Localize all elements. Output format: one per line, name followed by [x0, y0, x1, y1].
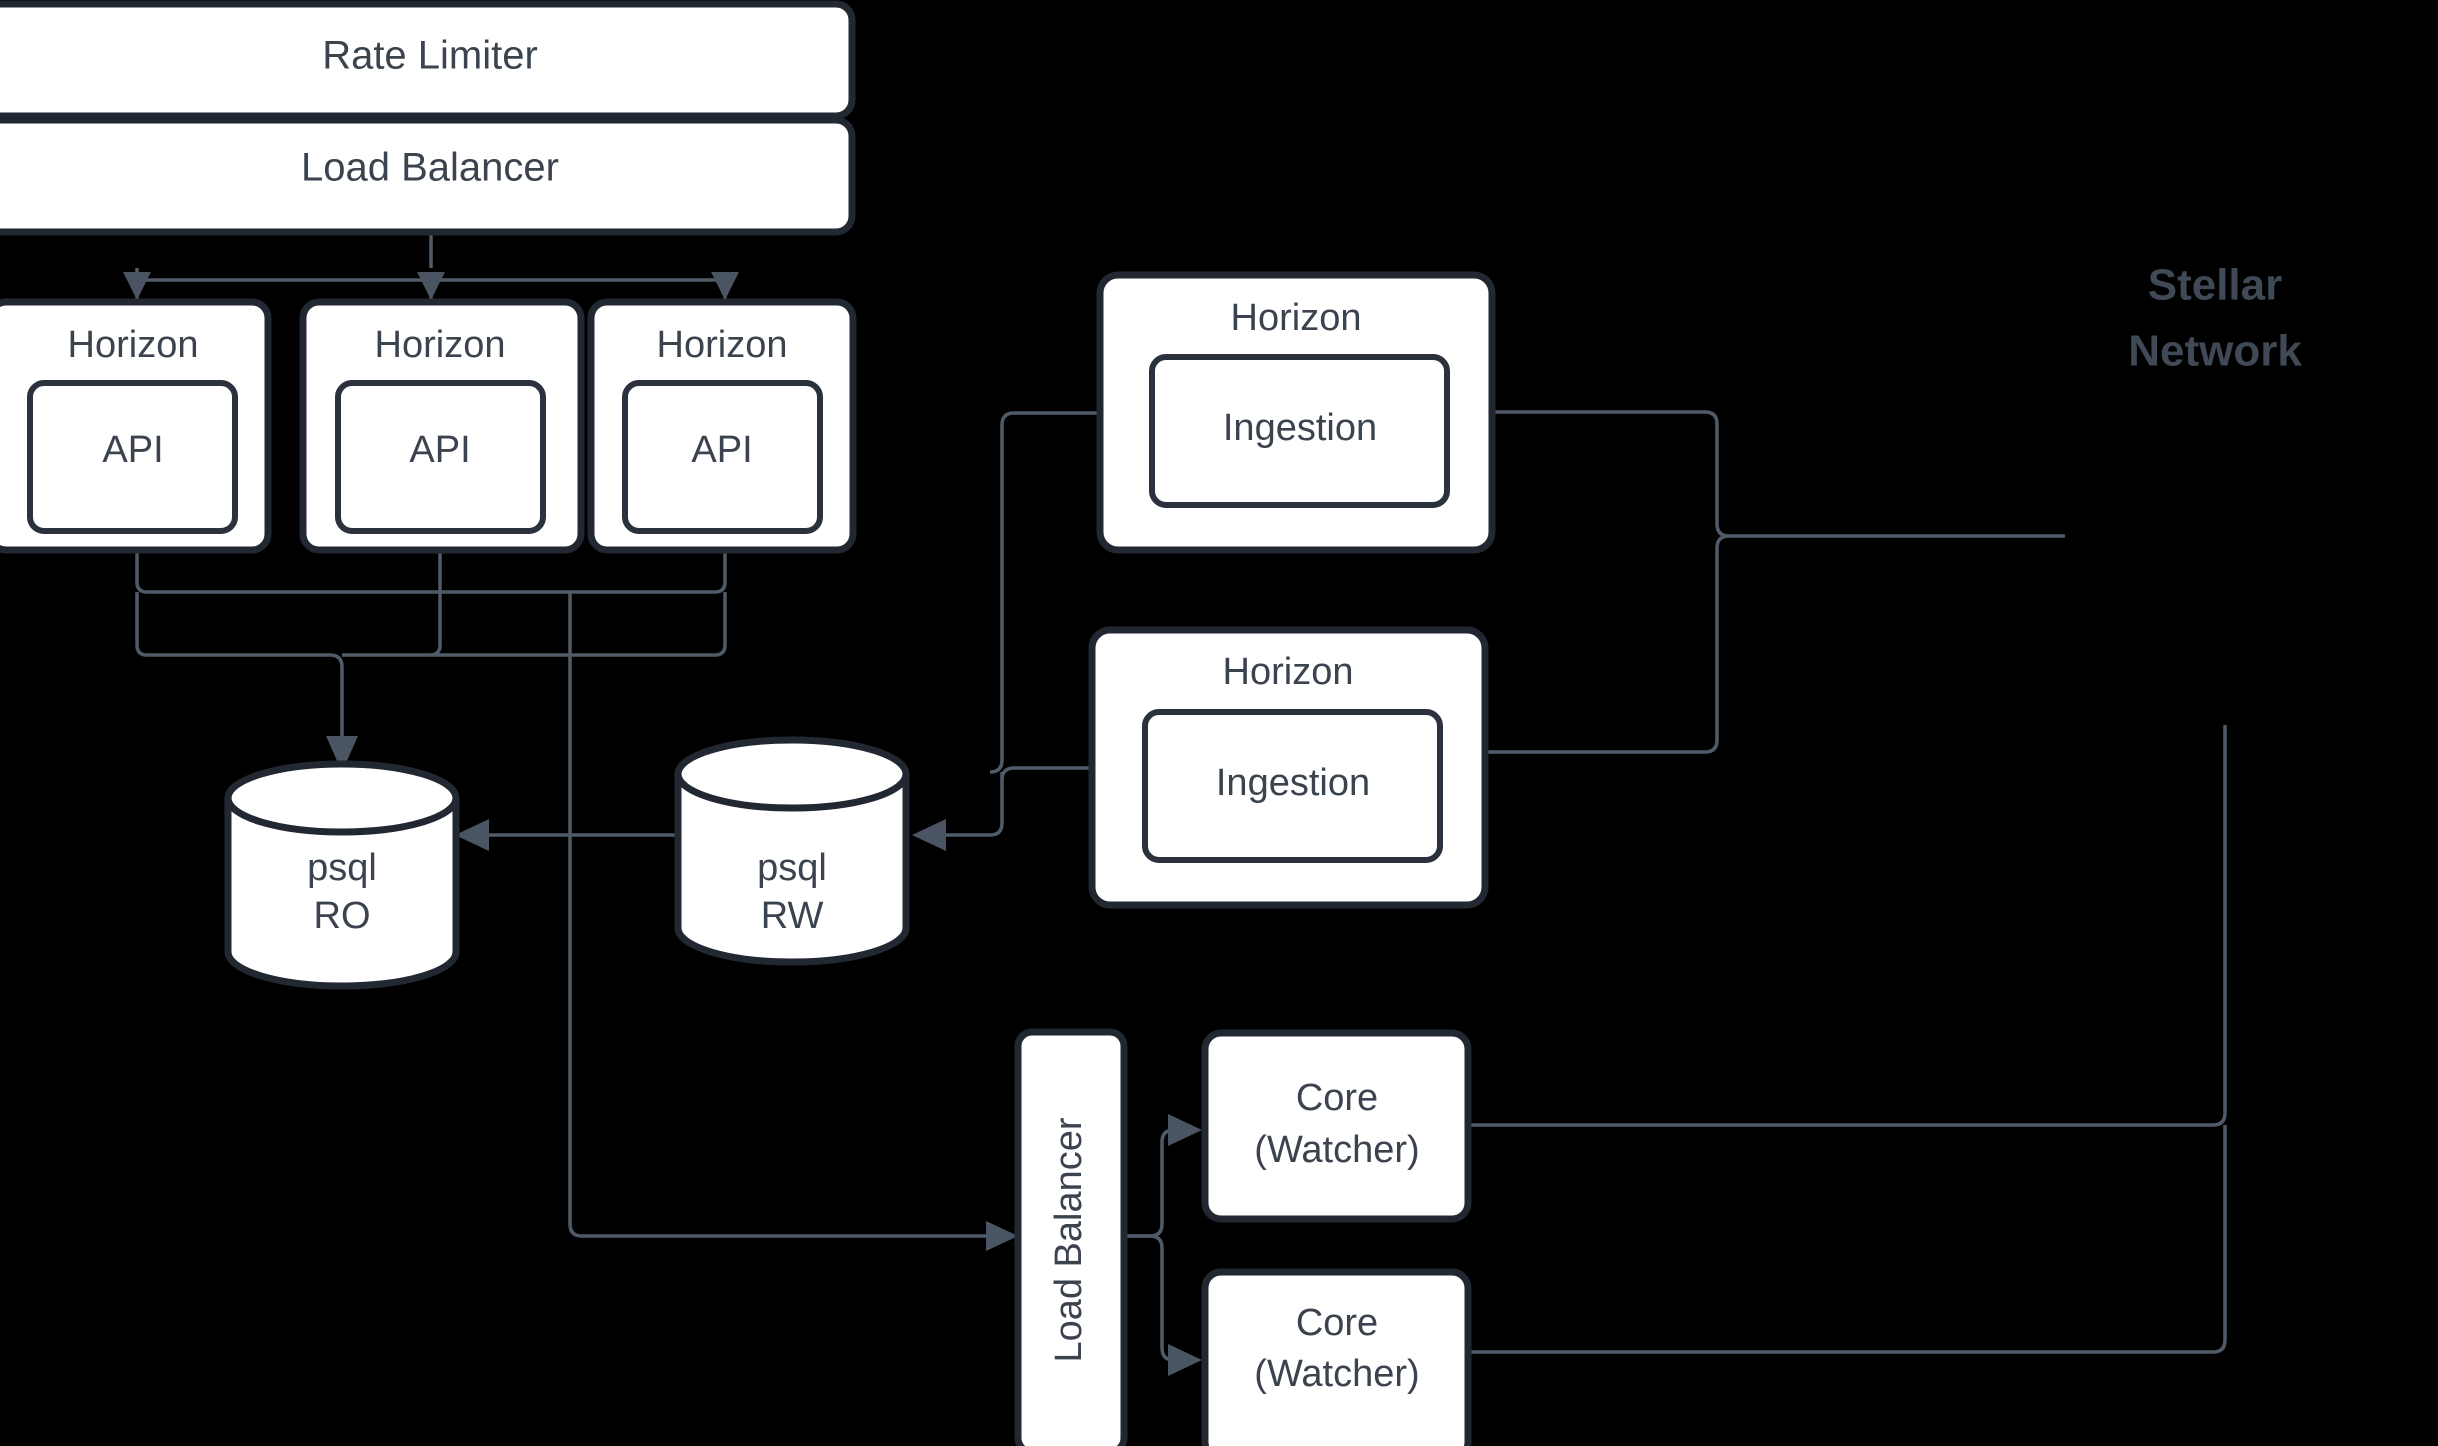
psql-rw-label-line2: RW [761, 895, 824, 937]
arrowhead-into-core-lb [986, 1221, 1018, 1251]
rate-limiter-box[interactable] [0, 0, 856, 120]
load-balancer-top-box[interactable] [0, 116, 856, 236]
horizon-ingestion-2-inner-label: Ingestion [1216, 762, 1370, 804]
stellar-network-line1: Stellar [2148, 261, 2283, 310]
horizon-ingestion-2-inner-box[interactable] [1142, 709, 1443, 863]
load-balancer-core-box[interactable] [1014, 1028, 1128, 1446]
psql-rw-cylinder-top[interactable] [674, 736, 910, 812]
horizon-ingestion-1-inner-label: Ingestion [1223, 407, 1377, 449]
horizon-api-1-inner-box[interactable] [27, 380, 238, 534]
horizon-api-2-inner-box[interactable] [335, 380, 546, 534]
psql-ro-label-line1: psql [307, 847, 377, 889]
stellar-network-line2: Network [2128, 327, 2302, 376]
psql-ro-cylinder-body[interactable] [224, 798, 460, 990]
horizon-api-3-title: Horizon [657, 324, 788, 366]
horizon-api-3-inner-label: API [691, 429, 752, 471]
core-watcher-2-label-line1: Core [1296, 1302, 1378, 1344]
edge-corelb-to-cores [1124, 1114, 1202, 1376]
horizon-api-2-inner-label: API [409, 429, 470, 471]
rate-limiter-label: Rate Limiter [322, 34, 538, 78]
edge-ingestion1-to-network [1492, 410, 2065, 538]
core-watcher-1-label-line1: Core [1296, 1077, 1378, 1119]
node-horizon-ingestion-2[interactable]: Horizon Ingestion [1088, 626, 1489, 909]
psql-ro-cylinder-top[interactable] [224, 760, 460, 836]
node-horizon-api-1[interactable]: Horizon API [0, 298, 272, 554]
core-watcher-2-box[interactable] [1201, 1268, 1472, 1446]
horizon-ingestion-2-title: Horizon [1223, 651, 1354, 693]
psql-ro-label-line2: RO [314, 895, 371, 937]
arrowhead-into-core-1 [1168, 1114, 1202, 1146]
core-watcher-1-label-line2: (Watcher) [1254, 1129, 1419, 1171]
node-horizon-api-2[interactable]: Horizon API [299, 298, 585, 554]
psql-rw-label-line1: psql [757, 847, 827, 889]
core-watcher-1-box[interactable] [1201, 1029, 1472, 1223]
edge-ingestion2-to-network [1485, 534, 1730, 754]
horizon-api-1-inner-label: API [102, 429, 163, 471]
arrowhead-down-2 [417, 272, 445, 300]
arrowhead-into-core-2 [1168, 1344, 1202, 1376]
horizon-ingestion-1-title: Horizon [1231, 297, 1362, 339]
arrowhead-into-psql-rw [912, 819, 946, 851]
node-horizon-ingestion-1[interactable]: Horizon Ingestion [1096, 271, 1496, 554]
horizon-api-1-title: Horizon [68, 324, 199, 366]
arrowhead-into-psql-ro [326, 736, 358, 772]
node-horizon-api-3[interactable]: Horizon API [587, 298, 857, 554]
edge-ingestion-to-psqlrw [912, 411, 1098, 851]
edge-horizon-apis-manifold [135, 551, 1018, 1251]
annotation-stellar-network: Stellar Network [2128, 261, 2302, 376]
load-balancer-top-label: Load Balancer [301, 146, 559, 190]
edge-cores-to-network [1468, 725, 2227, 1354]
node-load-balancer-top[interactable]: Load Balancer [0, 116, 856, 236]
node-rate-limiter[interactable]: Rate Limiter [0, 0, 856, 120]
edge-lb-to-horizon-apis [123, 230, 739, 300]
node-psql-ro[interactable]: psql RO [224, 760, 460, 990]
arrowhead-down-1 [123, 272, 151, 300]
node-core-watcher-1[interactable]: Core (Watcher) [1201, 1029, 1472, 1223]
node-load-balancer-core[interactable]: Load Balancer [1014, 1028, 1128, 1446]
horizon-api-2-title: Horizon [375, 324, 506, 366]
load-balancer-core-label: Load Balancer [1048, 1117, 1090, 1362]
arrowhead-into-psql-ro-side [455, 819, 489, 851]
horizon-api-3-inner-box[interactable] [622, 380, 823, 534]
arrowhead-down-3 [711, 272, 739, 300]
horizon-ingestion-1-inner-box[interactable] [1149, 354, 1450, 508]
node-core-watcher-2[interactable]: Core (Watcher) [1201, 1268, 1472, 1446]
node-psql-rw[interactable]: psql RW [674, 736, 910, 966]
psql-rw-cylinder-body[interactable] [674, 774, 910, 966]
edge-psqlrw-to-psqlro [455, 819, 676, 851]
core-watcher-2-label-line2: (Watcher) [1254, 1353, 1419, 1395]
